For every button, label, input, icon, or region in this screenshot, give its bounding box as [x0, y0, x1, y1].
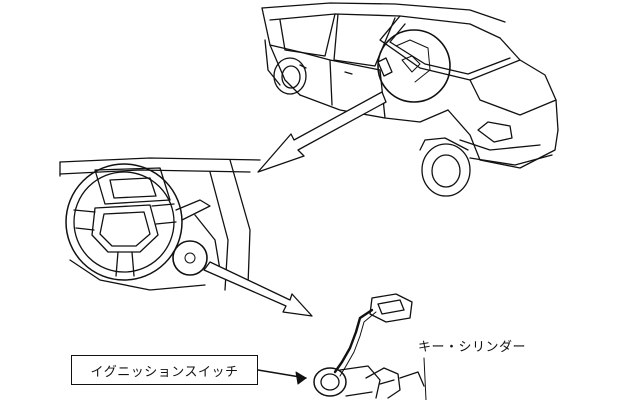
ignition-switch-assembly — [258, 294, 426, 400]
ignition-highlight-circle — [173, 241, 207, 275]
ignition-switch-label: イグニッションスイッチ — [71, 355, 258, 385]
steering-wheel — [66, 164, 182, 280]
dashboard-illustration — [60, 158, 260, 290]
key-cylinder-label: キー・シリンダー — [418, 340, 527, 355]
car-illustration — [262, 3, 558, 196]
arrow-dashboard-to-switch — [204, 262, 312, 316]
dash-highlight-circle — [378, 30, 450, 102]
arrow-car-to-dashboard — [258, 92, 386, 172]
